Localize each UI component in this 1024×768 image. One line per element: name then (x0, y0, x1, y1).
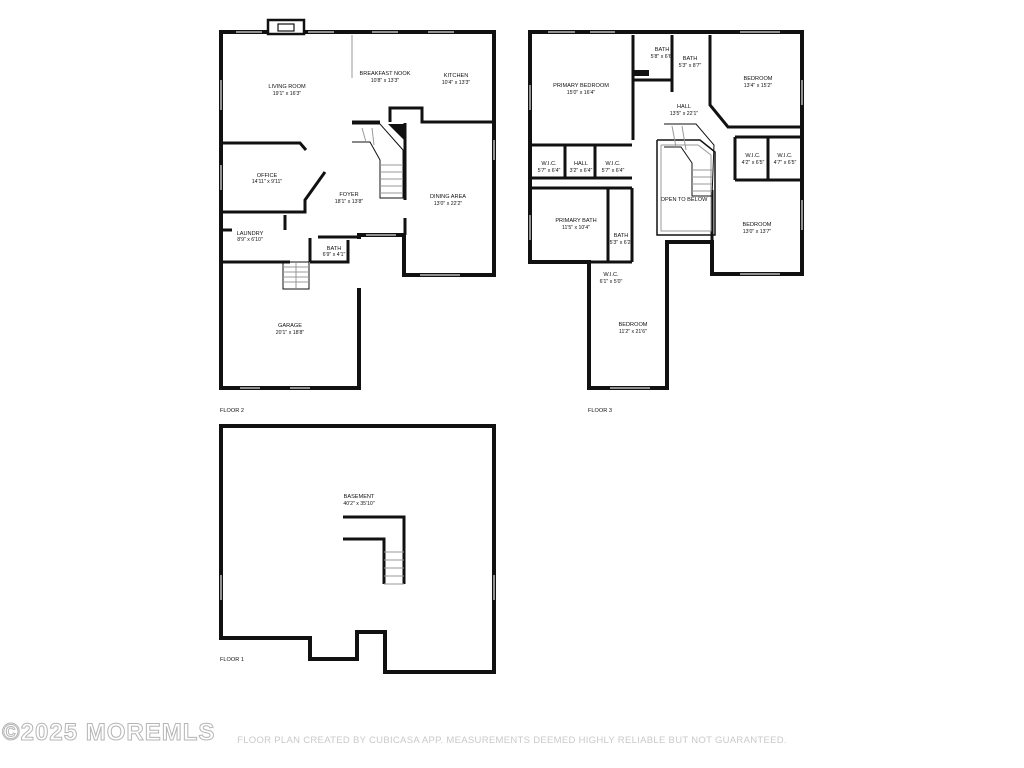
svg-text:KITCHEN: KITCHEN (444, 73, 469, 79)
svg-text:19'1" x 16'3": 19'1" x 16'3" (273, 91, 302, 97)
svg-text:BREAKFAST NOOK: BREAKFAST NOOK (360, 71, 411, 77)
room-label-wic-d: W.I.C. 4'7" x 6'5" (774, 153, 797, 166)
room-label-wic-b: W.I.C. 5'7" x 6'4" (602, 161, 625, 174)
svg-text:W.I.C.: W.I.C. (603, 272, 619, 278)
room-label-wic-c: W.I.C. 4'2" x 6'5" (742, 153, 765, 166)
room-label-bath-b: BATH 5'3" x 8'7" (679, 56, 702, 69)
svg-text:4'7" x 6'5": 4'7" x 6'5" (774, 160, 797, 166)
room-label-basement: BASEMENT 40'2" x 35'10" (343, 494, 375, 507)
room-label-primary-bath: PRIMARY BATH 11'5" x 10'4" (555, 218, 596, 231)
floor-1-plan: BASEMENT 40'2" x 35'10" FLOOR 1 (219, 424, 496, 674)
room-label-bath-c: BATH 5'3" x 6'2" (610, 233, 633, 246)
stairs-icon (664, 123, 715, 197)
svg-text:13'0" x 22'2": 13'0" x 22'2" (434, 201, 463, 207)
svg-text:BEDROOM: BEDROOM (744, 76, 773, 82)
room-label-hall-main: HALL 13'5" x 22'1" (670, 104, 699, 117)
stairs-icon (282, 261, 310, 290)
svg-text:10'4" x 13'3": 10'4" x 13'3" (442, 80, 471, 86)
svg-text:10'8" x 13'3": 10'8" x 13'3" (371, 78, 400, 84)
room-label-office: OFFICE 14'11" x 9'11" (252, 173, 283, 185)
svg-text:PRIMARY BEDROOM: PRIMARY BEDROOM (553, 83, 609, 89)
floor-2-plan: LIVING ROOM 19'1" x 16'3" BREAKFAST NOOK… (219, 18, 496, 414)
svg-text:13'0" x 13'7": 13'0" x 13'7" (743, 229, 772, 235)
svg-text:BATH: BATH (327, 246, 342, 252)
svg-text:BATH: BATH (655, 47, 670, 53)
svg-text:5'7" x 6'4": 5'7" x 6'4" (602, 168, 625, 174)
svg-text:LIVING ROOM: LIVING ROOM (268, 84, 306, 90)
room-label-foyer: FOYER 18'1" x 13'8" (335, 192, 364, 205)
svg-text:11'5" x 10'4": 11'5" x 10'4" (562, 225, 590, 231)
disclaimer-text: FLOOR PLAN CREATED BY CUBICASA APP. MEAS… (237, 735, 787, 746)
svg-text:BATH: BATH (683, 56, 698, 62)
svg-text:15'0" x 16'4": 15'0" x 16'4" (567, 90, 596, 96)
room-label-bedroom-se: BEDROOM 13'0" x 13'7" (743, 222, 772, 235)
svg-text:LAUNDRY: LAUNDRY (237, 231, 264, 237)
stairs-icon (352, 123, 404, 199)
floor-3-label: FLOOR 3 (588, 408, 612, 414)
svg-text:HALL: HALL (574, 161, 588, 167)
svg-text:DINING AREA: DINING AREA (430, 194, 466, 200)
svg-text:BASEMENT: BASEMENT (344, 494, 375, 500)
room-label-bath: BATH 6'9" x 4'1" (323, 246, 346, 258)
svg-text:14'11" x 9'11": 14'11" x 9'11" (252, 179, 283, 185)
svg-text:5'3" x 8'7": 5'3" x 8'7" (679, 63, 702, 69)
svg-text:40'2" x 35'10": 40'2" x 35'10" (343, 501, 374, 507)
svg-text:BATH: BATH (614, 233, 629, 239)
svg-text:11'2" x 21'6": 11'2" x 21'6" (619, 329, 647, 335)
floor-3-plan: PRIMARY BEDROOM 15'0" x 16'4" BATH 5'8" … (528, 30, 804, 414)
svg-text:FOYER: FOYER (339, 192, 358, 198)
room-label-bedroom-s: BEDROOM 11'2" x 21'6" (619, 322, 648, 335)
svg-text:18'1" x 13'8": 18'1" x 13'8" (335, 199, 364, 205)
floor-1-label: FLOOR 1 (220, 657, 244, 663)
svg-text:6'1" x 5'0": 6'1" x 5'0" (600, 279, 623, 285)
room-label-dining-area: DINING AREA 13'0" x 22'2" (430, 194, 466, 207)
svg-text:3'2" x 6'4": 3'2" x 6'4" (570, 168, 593, 174)
room-label-open-to-below: OPEN TO BELOW (661, 197, 708, 203)
svg-text:W.I.C.: W.I.C. (745, 153, 761, 159)
room-label-primary-bedroom: PRIMARY BEDROOM 15'0" x 16'4" (553, 83, 609, 96)
svg-text:5'3" x 6'2": 5'3" x 6'2" (610, 240, 633, 246)
room-label-living-room: LIVING ROOM 19'1" x 16'3" (268, 84, 306, 97)
svg-text:BEDROOM: BEDROOM (619, 322, 648, 328)
room-label-breakfast-nook: BREAKFAST NOOK 10'8" x 13'3" (360, 71, 411, 84)
room-label-bath-a: BATH 5'8" x 6'6" (651, 47, 674, 60)
svg-text:5'8" x 6'6": 5'8" x 6'6" (651, 54, 674, 60)
svg-text:4'2" x 6'5": 4'2" x 6'5" (742, 160, 765, 166)
room-label-kitchen: KITCHEN 10'4" x 13'3" (442, 73, 471, 86)
svg-text:20'1" x 18'8": 20'1" x 18'8" (276, 330, 305, 336)
room-label-bedroom-ne: BEDROOM 13'4" x 15'2" (744, 76, 773, 89)
svg-text:8'9" x 6'10": 8'9" x 6'10" (237, 237, 263, 243)
svg-text:13'4" x 15'2": 13'4" x 15'2" (744, 83, 773, 89)
svg-text:OFFICE: OFFICE (257, 173, 278, 179)
svg-text:W.I.C.: W.I.C. (605, 161, 621, 167)
room-label-laundry: LAUNDRY 8'9" x 6'10" (237, 231, 264, 243)
svg-text:6'9" x 4'1": 6'9" x 4'1" (323, 252, 346, 258)
svg-text:PRIMARY BATH: PRIMARY BATH (555, 218, 596, 224)
svg-text:OPEN TO BELOW: OPEN TO BELOW (661, 197, 708, 203)
room-label-wic-e: W.I.C. 6'1" x 5'0" (600, 272, 623, 285)
room-label-garage: GARAGE 20'1" x 18'8" (276, 323, 305, 336)
room-label-wic-a: W.I.C. 5'7" x 6'4" (538, 161, 561, 174)
svg-text:BEDROOM: BEDROOM (743, 222, 772, 228)
svg-text:GARAGE: GARAGE (278, 323, 302, 329)
floor-2-label: FLOOR 2 (220, 408, 244, 414)
svg-text:W.I.C.: W.I.C. (541, 161, 557, 167)
watermark-logo: ©2025 MOREMLS (1, 719, 216, 747)
stairs-icon (384, 551, 404, 585)
room-label-hall-small: HALL 3'2" x 6'4" (570, 161, 593, 174)
svg-text:HALL: HALL (677, 104, 691, 110)
svg-text:13'5" x 22'1": 13'5" x 22'1" (670, 111, 699, 117)
svg-text:5'7" x 6'4": 5'7" x 6'4" (538, 168, 561, 174)
svg-text:W.I.C.: W.I.C. (777, 153, 793, 159)
